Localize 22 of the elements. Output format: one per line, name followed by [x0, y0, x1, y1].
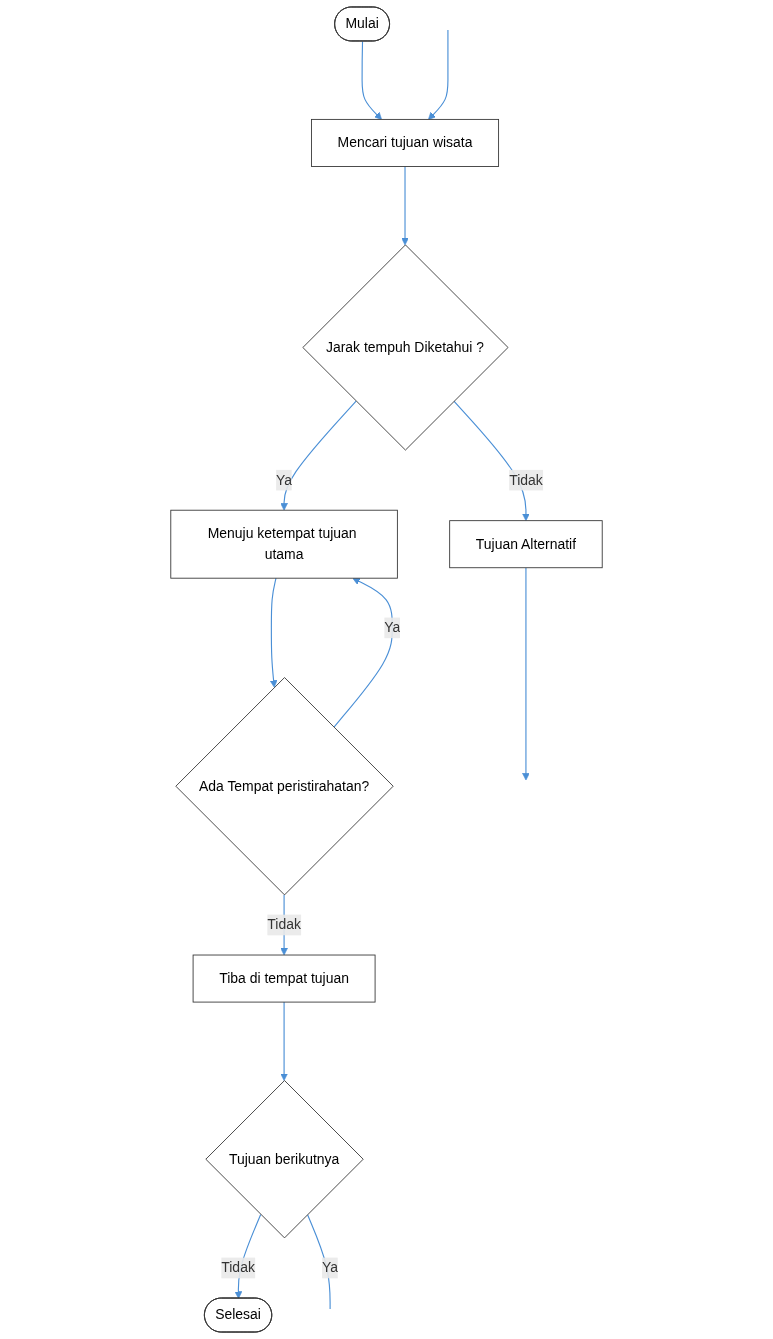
arrow: [428, 29, 449, 120]
edge-label: Tidak: [509, 472, 543, 488]
arrow: [280, 400, 357, 511]
edge-label: Ya: [322, 1260, 339, 1275]
arrow: [269, 577, 278, 688]
arrow: [280, 1001, 288, 1081]
arrow: [522, 567, 530, 781]
connector: [306, 1213, 331, 1310]
arrow: [401, 165, 409, 246]
node-box: Mencari tujuan wisata: [311, 118, 500, 167]
arrow: [333, 577, 393, 728]
node-box: Tiba di tempat tujuan: [192, 954, 376, 1003]
node-box: Tujuan Alternatif: [449, 520, 603, 569]
node-diamond: Ada Tempat peristirahatan?: [175, 677, 394, 896]
node-diamond: Jarak tempuh Diketahui ?: [302, 244, 509, 451]
edge-label: Tidak: [267, 917, 301, 932]
edge-label: Ya: [276, 472, 293, 488]
arrow: [361, 40, 382, 120]
node-box: Menuju ketempat tujuan utama: [170, 509, 398, 579]
edge-label: Ya: [384, 620, 401, 635]
node-diamond: Tujuan berikutnya: [205, 1080, 364, 1239]
edge-label: Tidak: [221, 1260, 255, 1275]
